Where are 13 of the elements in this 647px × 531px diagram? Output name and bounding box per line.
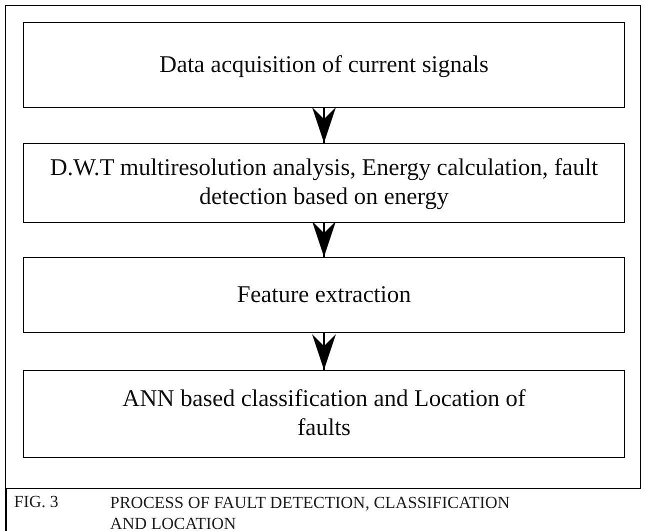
box-text: ANN based classification and Location of faults: [121, 385, 527, 443]
process-box: [23, 257, 625, 333]
figure-caption: PROCESS OF FAULT DETECTION, CLASSIFICATION AND LOCATION: [110, 492, 511, 531]
box-text: D.W.T multiresolution analysis, Energy calculation, fault detection based on energy: [48, 154, 600, 212]
process-box: [23, 22, 625, 108]
arrow: [312, 221, 336, 257]
process-box: [23, 370, 625, 458]
process-box: [23, 143, 625, 223]
arrow: [312, 333, 336, 370]
box-text: Data acquisition of current signals: [159, 50, 489, 80]
box-text: Feature extraction: [237, 280, 411, 310]
figure-number: FIG. 3: [14, 492, 58, 512]
arrow: [312, 107, 336, 143]
